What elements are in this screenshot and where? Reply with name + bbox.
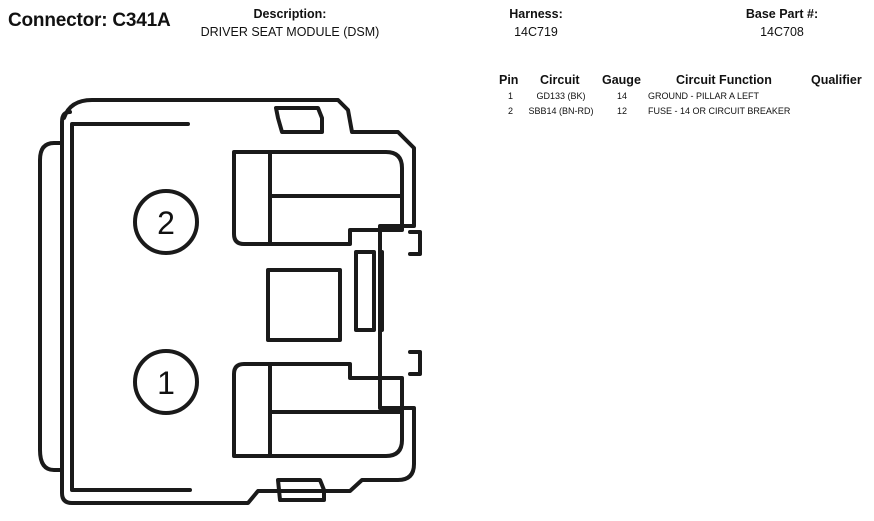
connector-left-latch <box>38 141 64 472</box>
connector-side-lock <box>354 250 376 332</box>
base-part-label: Base Part #: <box>745 7 819 21</box>
column-header-pin: Pin <box>499 73 519 87</box>
pin-1-label: 1 <box>157 365 175 401</box>
column-header-gauge: Gauge <box>602 73 641 87</box>
description-label: Description: <box>253 7 327 21</box>
terminal-cavity-2 <box>232 150 404 246</box>
column-header-qualifier: Qualifier <box>811 73 862 87</box>
harness-label: Harness: <box>509 7 563 21</box>
pin-2-marker <box>133 189 199 255</box>
table-cell-pin: 2 <box>508 106 514 116</box>
pin-1-marker <box>133 349 199 415</box>
column-header-circuit: Circuit <box>540 73 580 87</box>
connector-title: Connector: C341A <box>8 10 171 31</box>
table-cell-gauge: 14 <box>616 91 627 101</box>
base-part-value: 14C708 <box>760 25 804 39</box>
pin-2-label: 2 <box>157 205 175 241</box>
connector-inner-wall <box>70 122 192 492</box>
connector-top-notch <box>274 106 324 134</box>
table-cell-pin: 1 <box>508 91 514 101</box>
table-cell-gauge: 12 <box>616 106 627 116</box>
table-cell-circuit: SBB14 (BN-RD) <box>528 106 594 116</box>
connector-bottom-notch <box>276 478 326 502</box>
connector-terminal-slot <box>266 268 342 342</box>
column-header-circuit-function: Circuit Function <box>676 73 772 87</box>
connector-housing <box>60 98 416 505</box>
table-cell-function: GROUND - PILLAR A LEFT <box>648 91 760 101</box>
table-cell-circuit: GD133 (BK) <box>536 91 586 101</box>
connector-latch-clip <box>408 230 422 376</box>
terminal-cavity-1 <box>232 362 404 458</box>
description-value: DRIVER SEAT MODULE (DSM) <box>200 25 380 39</box>
harness-value: 14C719 <box>514 25 558 39</box>
table-cell-function: FUSE - 14 OR CIRCUIT BREAKER <box>648 106 791 116</box>
